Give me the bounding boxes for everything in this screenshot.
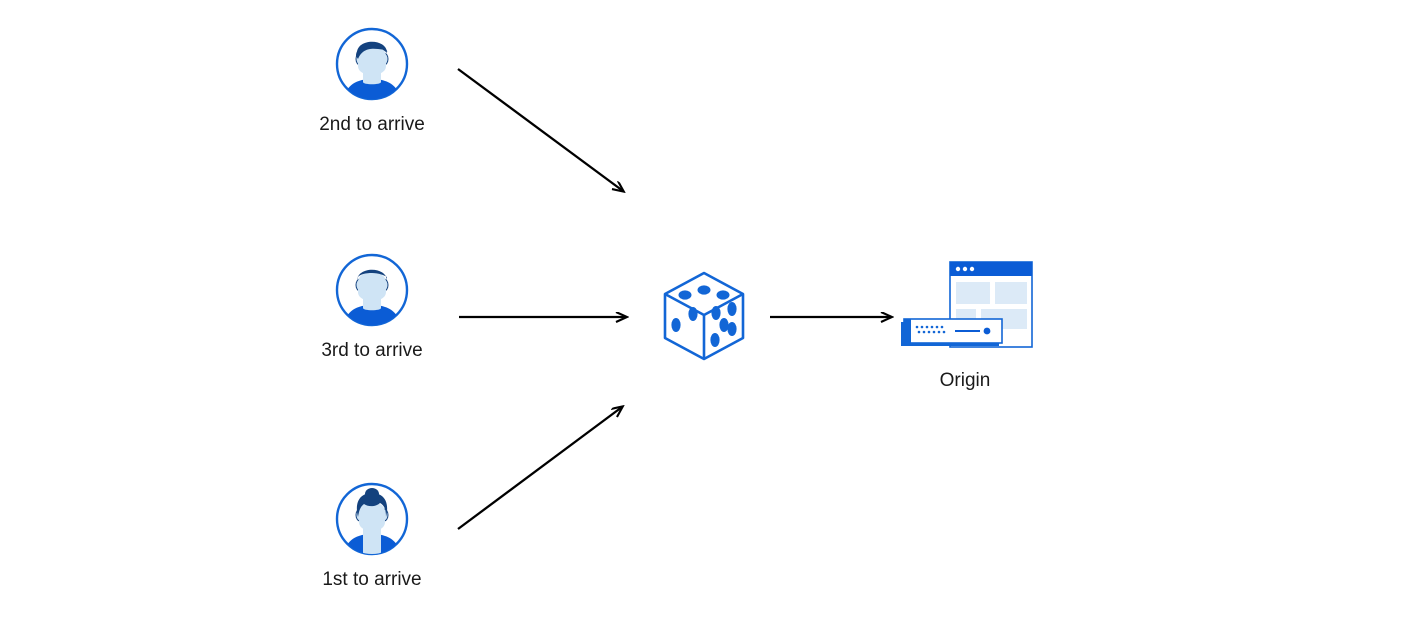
edge-2nd-to-dice (457, 68, 623, 191)
node-label: 3rd to arrive (321, 340, 423, 361)
node-label: Origin (939, 370, 991, 391)
user-avatar-icon (335, 27, 409, 101)
user-avatar-icon (335, 482, 409, 556)
node-client-3rd[interactable]: 3rd to arrive (282, 252, 462, 364)
node-randomizer[interactable] (657, 268, 757, 369)
user-avatar-icon (335, 253, 409, 327)
origin-server-icon (901, 261, 1033, 348)
node-label: 2nd to arrive (319, 114, 425, 135)
node-origin[interactable]: Origin (875, 258, 1055, 394)
node-label: 1st to arrive (322, 569, 422, 590)
node-client-1st[interactable]: 1st to arrive (282, 481, 462, 593)
node-client-2nd[interactable]: 2nd to arrive (282, 26, 462, 138)
dice-icon (663, 271, 745, 361)
edge-1st-to-dice (457, 407, 622, 530)
